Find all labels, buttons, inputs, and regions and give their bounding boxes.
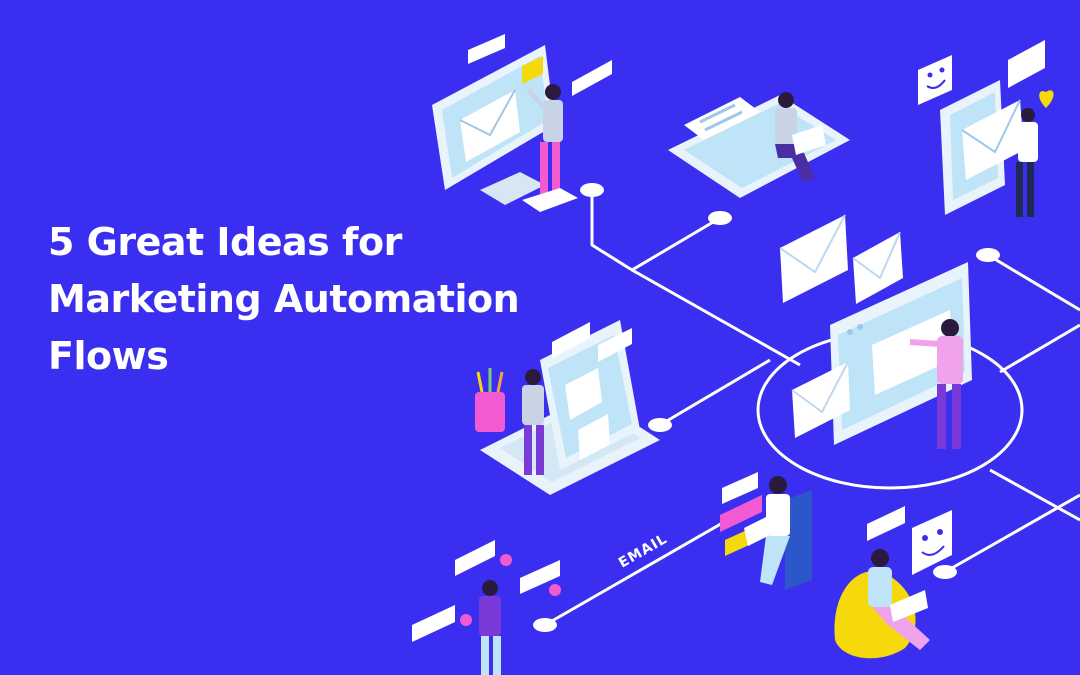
pencil-cup-icon — [475, 368, 505, 432]
browser-hub — [791, 262, 972, 449]
connector-lines — [544, 190, 1080, 627]
chat-bubble-icon — [720, 472, 762, 556]
person-on-beanbag — [834, 506, 952, 659]
monitor-workstation — [432, 34, 612, 212]
person-sitting — [775, 92, 826, 182]
chat-bubble-icon — [552, 322, 632, 362]
laptop-workstation — [475, 320, 660, 495]
smiley-icon — [912, 510, 952, 575]
smiley-icon — [918, 55, 952, 105]
phone-workstation — [918, 40, 1054, 217]
email-label: EMAIL — [616, 531, 670, 572]
envelope-icon — [1008, 40, 1045, 88]
headline: 5 Great Ideas for Marketing Automation F… — [48, 214, 528, 385]
chat-bubble-icon — [412, 540, 560, 642]
person-on-chair — [720, 472, 812, 590]
chat-bubble-icon — [867, 506, 905, 541]
headline-line-2: Marketing Automation — [48, 277, 520, 321]
person-messaging — [412, 540, 561, 675]
heart-icon — [1039, 90, 1054, 108]
connector-nodes — [533, 183, 1000, 632]
person-standing — [526, 84, 563, 197]
headline-line-3: Flows — [48, 334, 169, 378]
chat-bubble-icon — [468, 34, 612, 96]
envelope-icon — [779, 214, 903, 304]
person-standing-right — [1016, 108, 1038, 217]
person-presenting — [909, 319, 963, 449]
tablet-workstation — [668, 92, 850, 198]
headline-line-1: 5 Great Ideas for — [48, 220, 402, 264]
person-on-laptop — [522, 369, 544, 475]
